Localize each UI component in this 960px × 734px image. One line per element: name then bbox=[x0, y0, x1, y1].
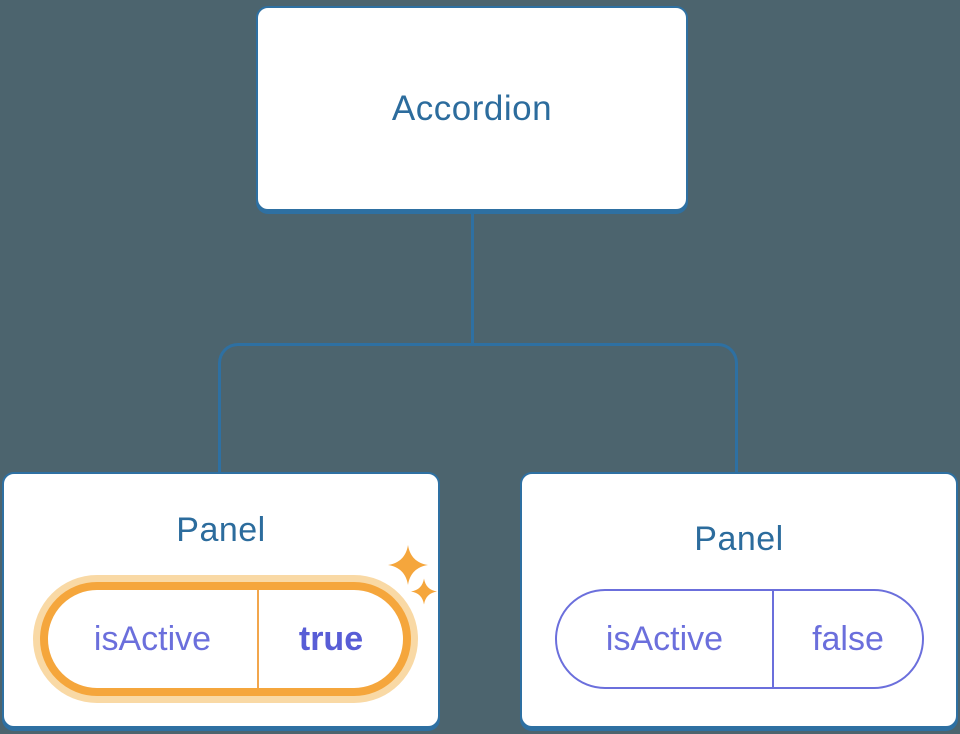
sparkle-icon-small bbox=[411, 578, 437, 605]
state-pill-inactive: isActive false bbox=[555, 589, 924, 689]
panel-title: Panel bbox=[176, 511, 266, 549]
panel-title: Panel bbox=[694, 520, 784, 558]
panel-node-active: Panel isActive true bbox=[2, 472, 440, 728]
pill-divider bbox=[772, 591, 774, 687]
state-key: isActive bbox=[93, 619, 212, 658]
state-key: isActive bbox=[605, 619, 724, 658]
tree-connector-branch bbox=[218, 343, 738, 472]
state-pill-active: isActive true bbox=[40, 582, 411, 696]
state-value: true bbox=[298, 619, 364, 658]
accordion-node-label: Accordion bbox=[391, 88, 553, 128]
accordion-node: Accordion bbox=[256, 6, 688, 211]
panel-node-inactive: Panel isActive false bbox=[520, 472, 958, 728]
pill-divider bbox=[257, 590, 259, 688]
tree-connector-trunk bbox=[471, 211, 474, 346]
sparkle-icon-large bbox=[388, 544, 428, 586]
state-value: false bbox=[812, 619, 884, 658]
